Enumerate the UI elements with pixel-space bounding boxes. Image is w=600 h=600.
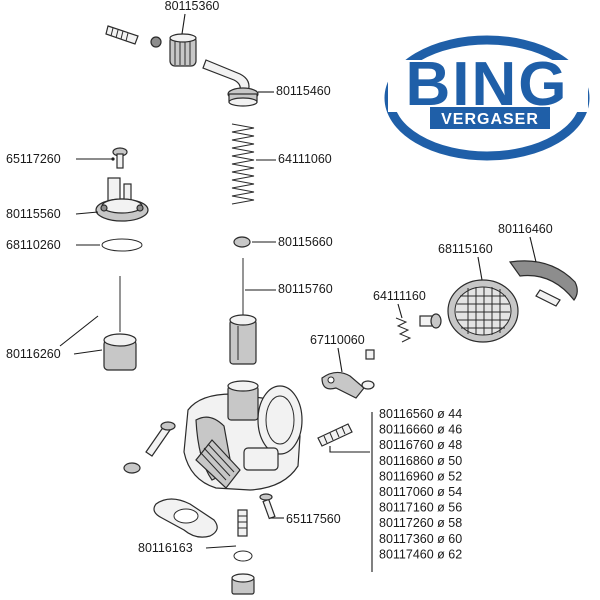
dot-65117260 xyxy=(111,157,115,161)
label-64111160: 64111160 xyxy=(373,289,426,303)
choke-lever-part xyxy=(321,349,375,399)
jet-list-item: 80116760 ø 48 xyxy=(379,438,462,452)
throttle-slide-part xyxy=(229,314,257,365)
jet-list-item: 80116860 ø 50 xyxy=(379,454,462,468)
cover-screw-part xyxy=(112,147,128,169)
logo-subtitle-text: VERGASER xyxy=(441,111,539,128)
label-80116260: 80116260 xyxy=(6,347,61,361)
filter-strap-part xyxy=(508,260,578,307)
leader-80115560 xyxy=(75,211,99,215)
leader-80116260 xyxy=(73,349,103,355)
jet-list-item: 80117060 ø 54 xyxy=(379,485,462,499)
cable-adjuster-part xyxy=(202,59,259,107)
drain-screw-part xyxy=(123,421,176,474)
label-64111060: 64111060 xyxy=(278,152,332,166)
label-80115360: 80115360 xyxy=(165,0,220,13)
jet-list-item: 80116560 ø 44 xyxy=(379,407,462,421)
leader-68115160 xyxy=(477,256,483,281)
jet-list-item: 80117160 ø 56 xyxy=(379,501,462,515)
carburetor-body-part xyxy=(183,380,303,491)
label-68110260: 68110260 xyxy=(6,238,61,252)
label-80116460: 80116460 xyxy=(498,222,553,236)
bing-logo: BING VERGASER xyxy=(384,35,590,161)
label-80116163: 80116163 xyxy=(138,541,193,555)
label-80115560: 80115560 xyxy=(6,207,61,221)
leader-80116163 xyxy=(205,545,237,549)
label-80115460: 80115460 xyxy=(276,84,331,98)
jet-list-item: 80116960 ø 52 xyxy=(379,469,462,483)
chamber-cover-part xyxy=(95,177,149,222)
leader-80115360 xyxy=(181,13,186,35)
logo-band xyxy=(430,107,550,129)
label-65117560: 65117560 xyxy=(286,512,341,526)
leader-64111160 xyxy=(397,303,403,319)
flange-gasket-part xyxy=(153,498,218,538)
leader-80116260-needle xyxy=(59,315,99,347)
leader-main-jet xyxy=(329,446,370,453)
knurled-cap-part xyxy=(169,33,197,67)
label-67110060: 67110060 xyxy=(310,333,365,347)
logo-mask xyxy=(388,60,588,112)
jet-list-item: 80117460 ø 62 xyxy=(379,547,462,561)
label-68115160: 68115160 xyxy=(438,242,493,256)
jet-list-item: 80116660 ø 46 xyxy=(379,423,462,437)
idle-screw-part xyxy=(105,25,162,48)
label-80115760: 80115760 xyxy=(278,282,333,296)
jet-list-item: 80117260 ø 58 xyxy=(379,516,462,530)
choke-spring-part xyxy=(395,313,442,343)
top-cap-part xyxy=(103,333,137,371)
jet-needle-part xyxy=(119,258,244,332)
leader-80116460 xyxy=(529,236,537,263)
jet-list-item: 80117360 ø 60 xyxy=(379,532,462,546)
float-needle-part xyxy=(237,509,248,537)
throttle-spring-part xyxy=(231,123,255,205)
float-screw-part xyxy=(259,493,276,520)
main-jet-part xyxy=(317,423,353,447)
label-80115660: 80115660 xyxy=(278,235,333,249)
callouts: 80115360 80115460 64111060 65117260 8011… xyxy=(6,0,553,572)
needle-clip-part xyxy=(233,236,251,248)
label-65117260: 65117260 xyxy=(6,152,61,166)
gasket-ring-part xyxy=(101,238,143,252)
leader-67110060 xyxy=(337,347,343,373)
air-filter-part xyxy=(447,279,519,343)
seal-ring-part xyxy=(233,550,253,562)
bottom-nut-part xyxy=(231,573,255,595)
